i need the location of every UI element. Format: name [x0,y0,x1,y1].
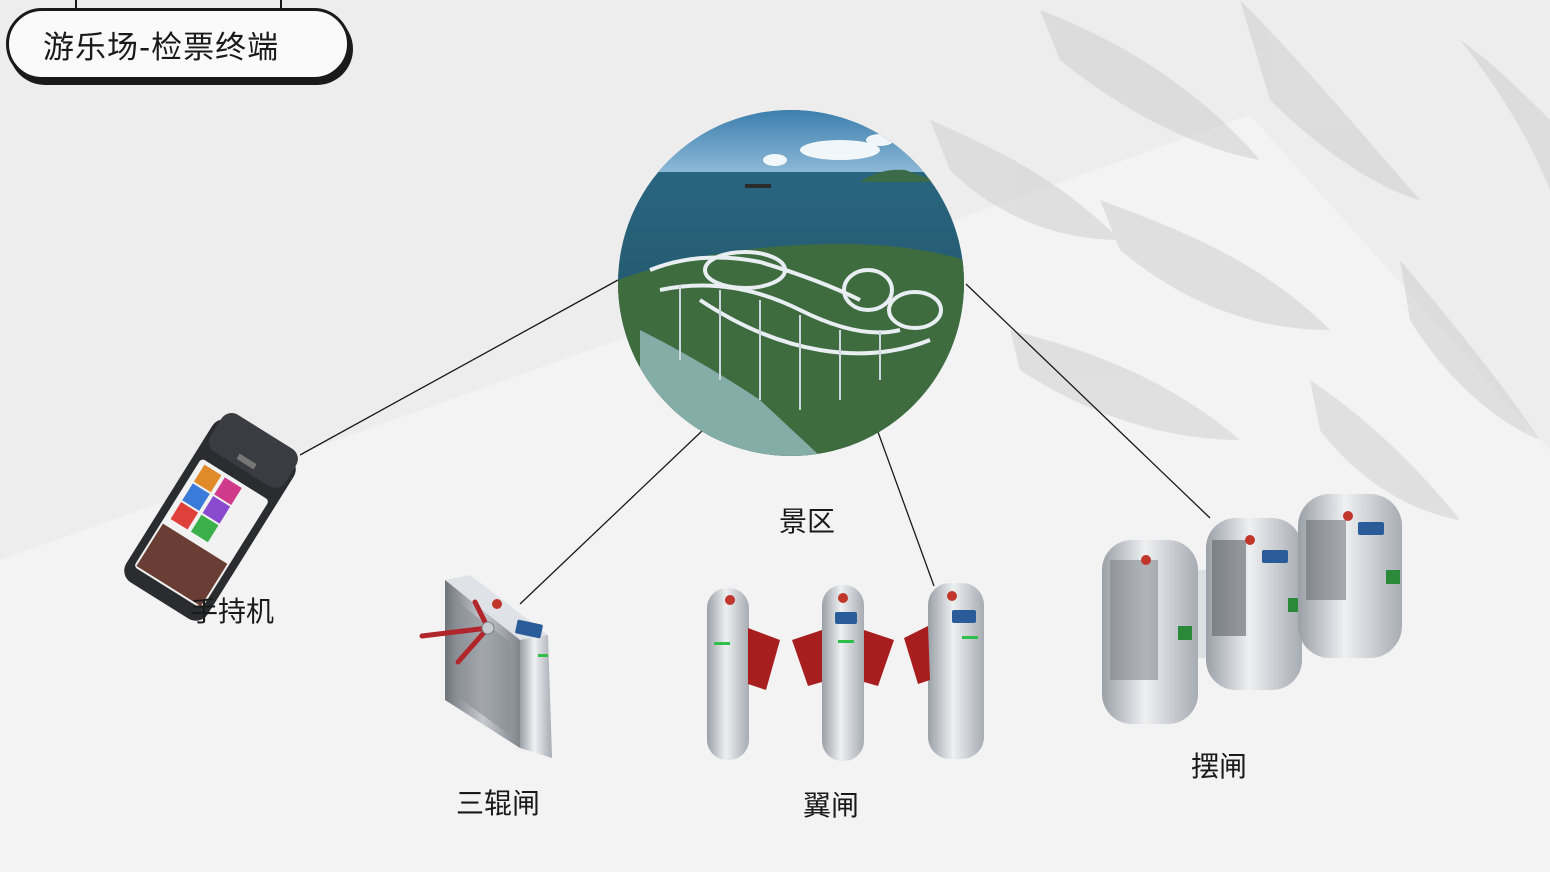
device-label-flap: 翼闸 [803,789,860,822]
device-label-tripod: 三辊闸 [456,787,541,820]
device-label-swing: 摆闸 [1191,750,1248,783]
handheld-terminal-illustration [124,413,298,621]
flap-barrier-illustration [707,583,984,761]
device-label-handheld: 手持机 [190,595,275,628]
scenic-area-image [618,110,964,456]
connector-tripod [519,429,704,605]
connector-swing [965,283,1211,519]
center-label: 景区 [779,505,836,538]
title-badge: 游乐场-检票终端 [6,8,350,80]
tripod-turnstile-illustration [419,575,552,758]
page-title: 游乐场-检票终端 [43,29,280,66]
connector-flap [877,431,935,587]
swing-barrier-illustration [1102,494,1402,724]
connector-handheld [299,279,619,456]
